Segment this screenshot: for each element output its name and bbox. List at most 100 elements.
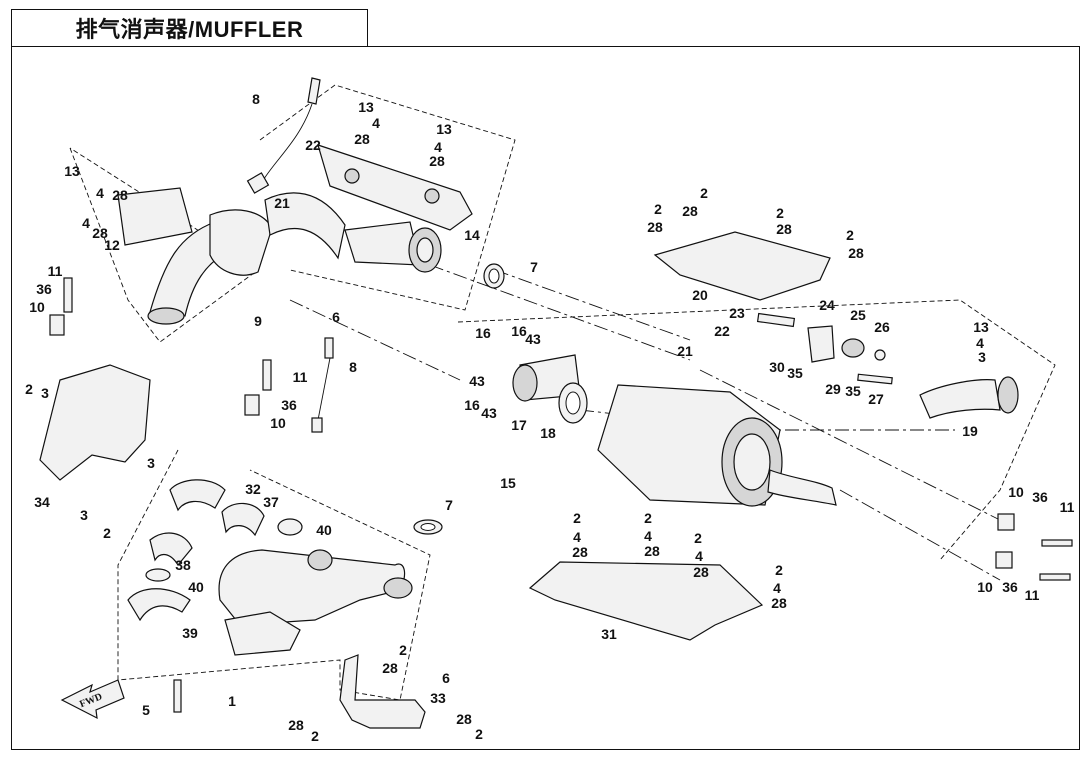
part-callout-c92: 2 <box>399 642 407 658</box>
part-callout-c87: 36 <box>1032 489 1048 505</box>
part-callout-c50: 29 <box>825 381 841 397</box>
part-callout-c74: 4 <box>573 529 581 545</box>
part-callout-c48: 30 <box>769 359 785 375</box>
assembly-line <box>699 369 1001 521</box>
part-callout-c21: 6 <box>332 309 340 325</box>
part-callout-c40: 3 <box>80 507 88 523</box>
part-callout-c25: 2 <box>654 201 662 217</box>
part-callout-c71: 39 <box>182 625 198 641</box>
part-callout-c44: 25 <box>850 307 866 323</box>
part-callout-c43: 24 <box>819 297 835 313</box>
part-callout-c18: 36 <box>36 281 52 297</box>
part-callout-c85: 31 <box>601 626 617 642</box>
part-callout-c97: 2 <box>311 728 319 744</box>
part-callout-c72: 7 <box>445 497 453 513</box>
upper-heat-shield <box>117 187 193 246</box>
part-callout-c46: 22 <box>714 323 730 339</box>
part-callout-c16: 12 <box>104 237 120 253</box>
part-callout-c57: 16 <box>464 397 480 413</box>
part-callout-c10: 14 <box>464 227 480 243</box>
part-callout-c55: 43 <box>525 331 541 347</box>
header-pipe-lower <box>224 611 301 656</box>
spring-10-right-b <box>995 551 1013 569</box>
page-frame <box>11 46 1080 750</box>
assembly-line <box>429 264 691 361</box>
o2-sensor-8-body <box>311 417 323 433</box>
part-callout-c39: 3 <box>147 455 155 471</box>
header-flange-rear <box>383 577 413 599</box>
o2-sensor-8-wire <box>317 357 331 421</box>
bracket-24 <box>807 325 835 363</box>
front-pipe-flange <box>147 307 185 325</box>
part-callout-c60: 18 <box>540 425 556 441</box>
sensor-8-lower <box>311 337 334 433</box>
header-flange-front <box>307 549 333 571</box>
o2-sensor-8-plug <box>324 337 334 359</box>
part-callout-c36: 2 <box>25 381 33 397</box>
pipe-clamp-32 <box>169 479 226 512</box>
tail-pipe-19-end <box>997 376 1019 414</box>
part-callout-c32: 11 <box>293 369 308 385</box>
part-callout-c81: 28 <box>693 564 709 580</box>
part-callout-c59: 17 <box>511 417 527 433</box>
part-callout-c67: 37 <box>263 494 279 510</box>
gasket-7-lower <box>413 519 443 535</box>
part-callout-c93: 28 <box>382 660 398 676</box>
part-callout-c65: 19 <box>962 423 978 439</box>
part-callout-c79: 2 <box>694 530 702 546</box>
spring-10-right-a <box>997 513 1015 531</box>
part-callout-c37: 3 <box>41 385 49 401</box>
part-callout-c47: 21 <box>677 343 693 359</box>
part-callout-c12: 4 <box>96 185 104 201</box>
left-heat-shield-34 <box>39 364 151 481</box>
part-callout-c3: 4 <box>372 115 380 131</box>
muffler-assembly <box>597 384 837 507</box>
part-callout-c23: 2 <box>700 185 708 201</box>
part-callout-c53: 16 <box>475 325 491 341</box>
part-callout-c88: 11 <box>1060 499 1075 515</box>
stud-11-center <box>262 359 272 391</box>
muffler-heat-shield-top <box>653 231 831 301</box>
shield-hole <box>424 188 440 204</box>
part-callout-c6: 4 <box>434 139 442 155</box>
spring-10-left <box>49 314 65 336</box>
part-callout-c1: 8 <box>252 91 260 107</box>
catalyst-heat-shield <box>317 144 473 231</box>
spring-10-center <box>244 394 260 416</box>
mount-bolt-23 <box>756 312 796 328</box>
part-callout-c96: 28 <box>288 717 304 733</box>
part-callout-c13: 28 <box>112 187 128 203</box>
part-callout-c62: 13 <box>973 319 989 335</box>
front-pipe-junction <box>209 209 273 276</box>
part-callout-c26: 28 <box>647 219 663 235</box>
stud-11-left <box>63 277 73 313</box>
part-callout-c84: 28 <box>771 595 787 611</box>
part-callout-c100: 5 <box>142 702 150 718</box>
stud-11-right-a <box>1041 539 1073 547</box>
part-callout-c73: 2 <box>573 510 581 526</box>
fwd-arrow-group: FWD <box>60 679 125 720</box>
gasket-40 <box>145 568 171 582</box>
stud-11-right-b <box>1039 573 1071 581</box>
part-callout-c76: 2 <box>644 510 652 526</box>
part-callout-c89: 10 <box>977 579 993 595</box>
part-callout-c42: 23 <box>729 305 745 321</box>
part-callout-c77: 4 <box>644 528 652 544</box>
bushing-25 <box>841 338 865 358</box>
part-callout-c22: 7 <box>530 259 538 275</box>
pipe-clamp-37 <box>221 502 265 537</box>
part-callout-c14: 4 <box>82 215 90 231</box>
upper-shield-14 <box>317 144 473 231</box>
gasket-hole <box>488 268 500 284</box>
elbow-38 <box>149 532 193 567</box>
shield-hole <box>344 168 360 184</box>
muffler-group-outline <box>457 299 1056 561</box>
part-callout-c64: 3 <box>978 349 986 365</box>
part-callout-c86: 10 <box>1008 484 1024 500</box>
part-callout-c98: 28 <box>456 711 472 727</box>
part-callout-c90: 36 <box>1002 579 1018 595</box>
part-callout-c24: 28 <box>682 203 698 219</box>
part-callout-c28: 28 <box>776 221 792 237</box>
